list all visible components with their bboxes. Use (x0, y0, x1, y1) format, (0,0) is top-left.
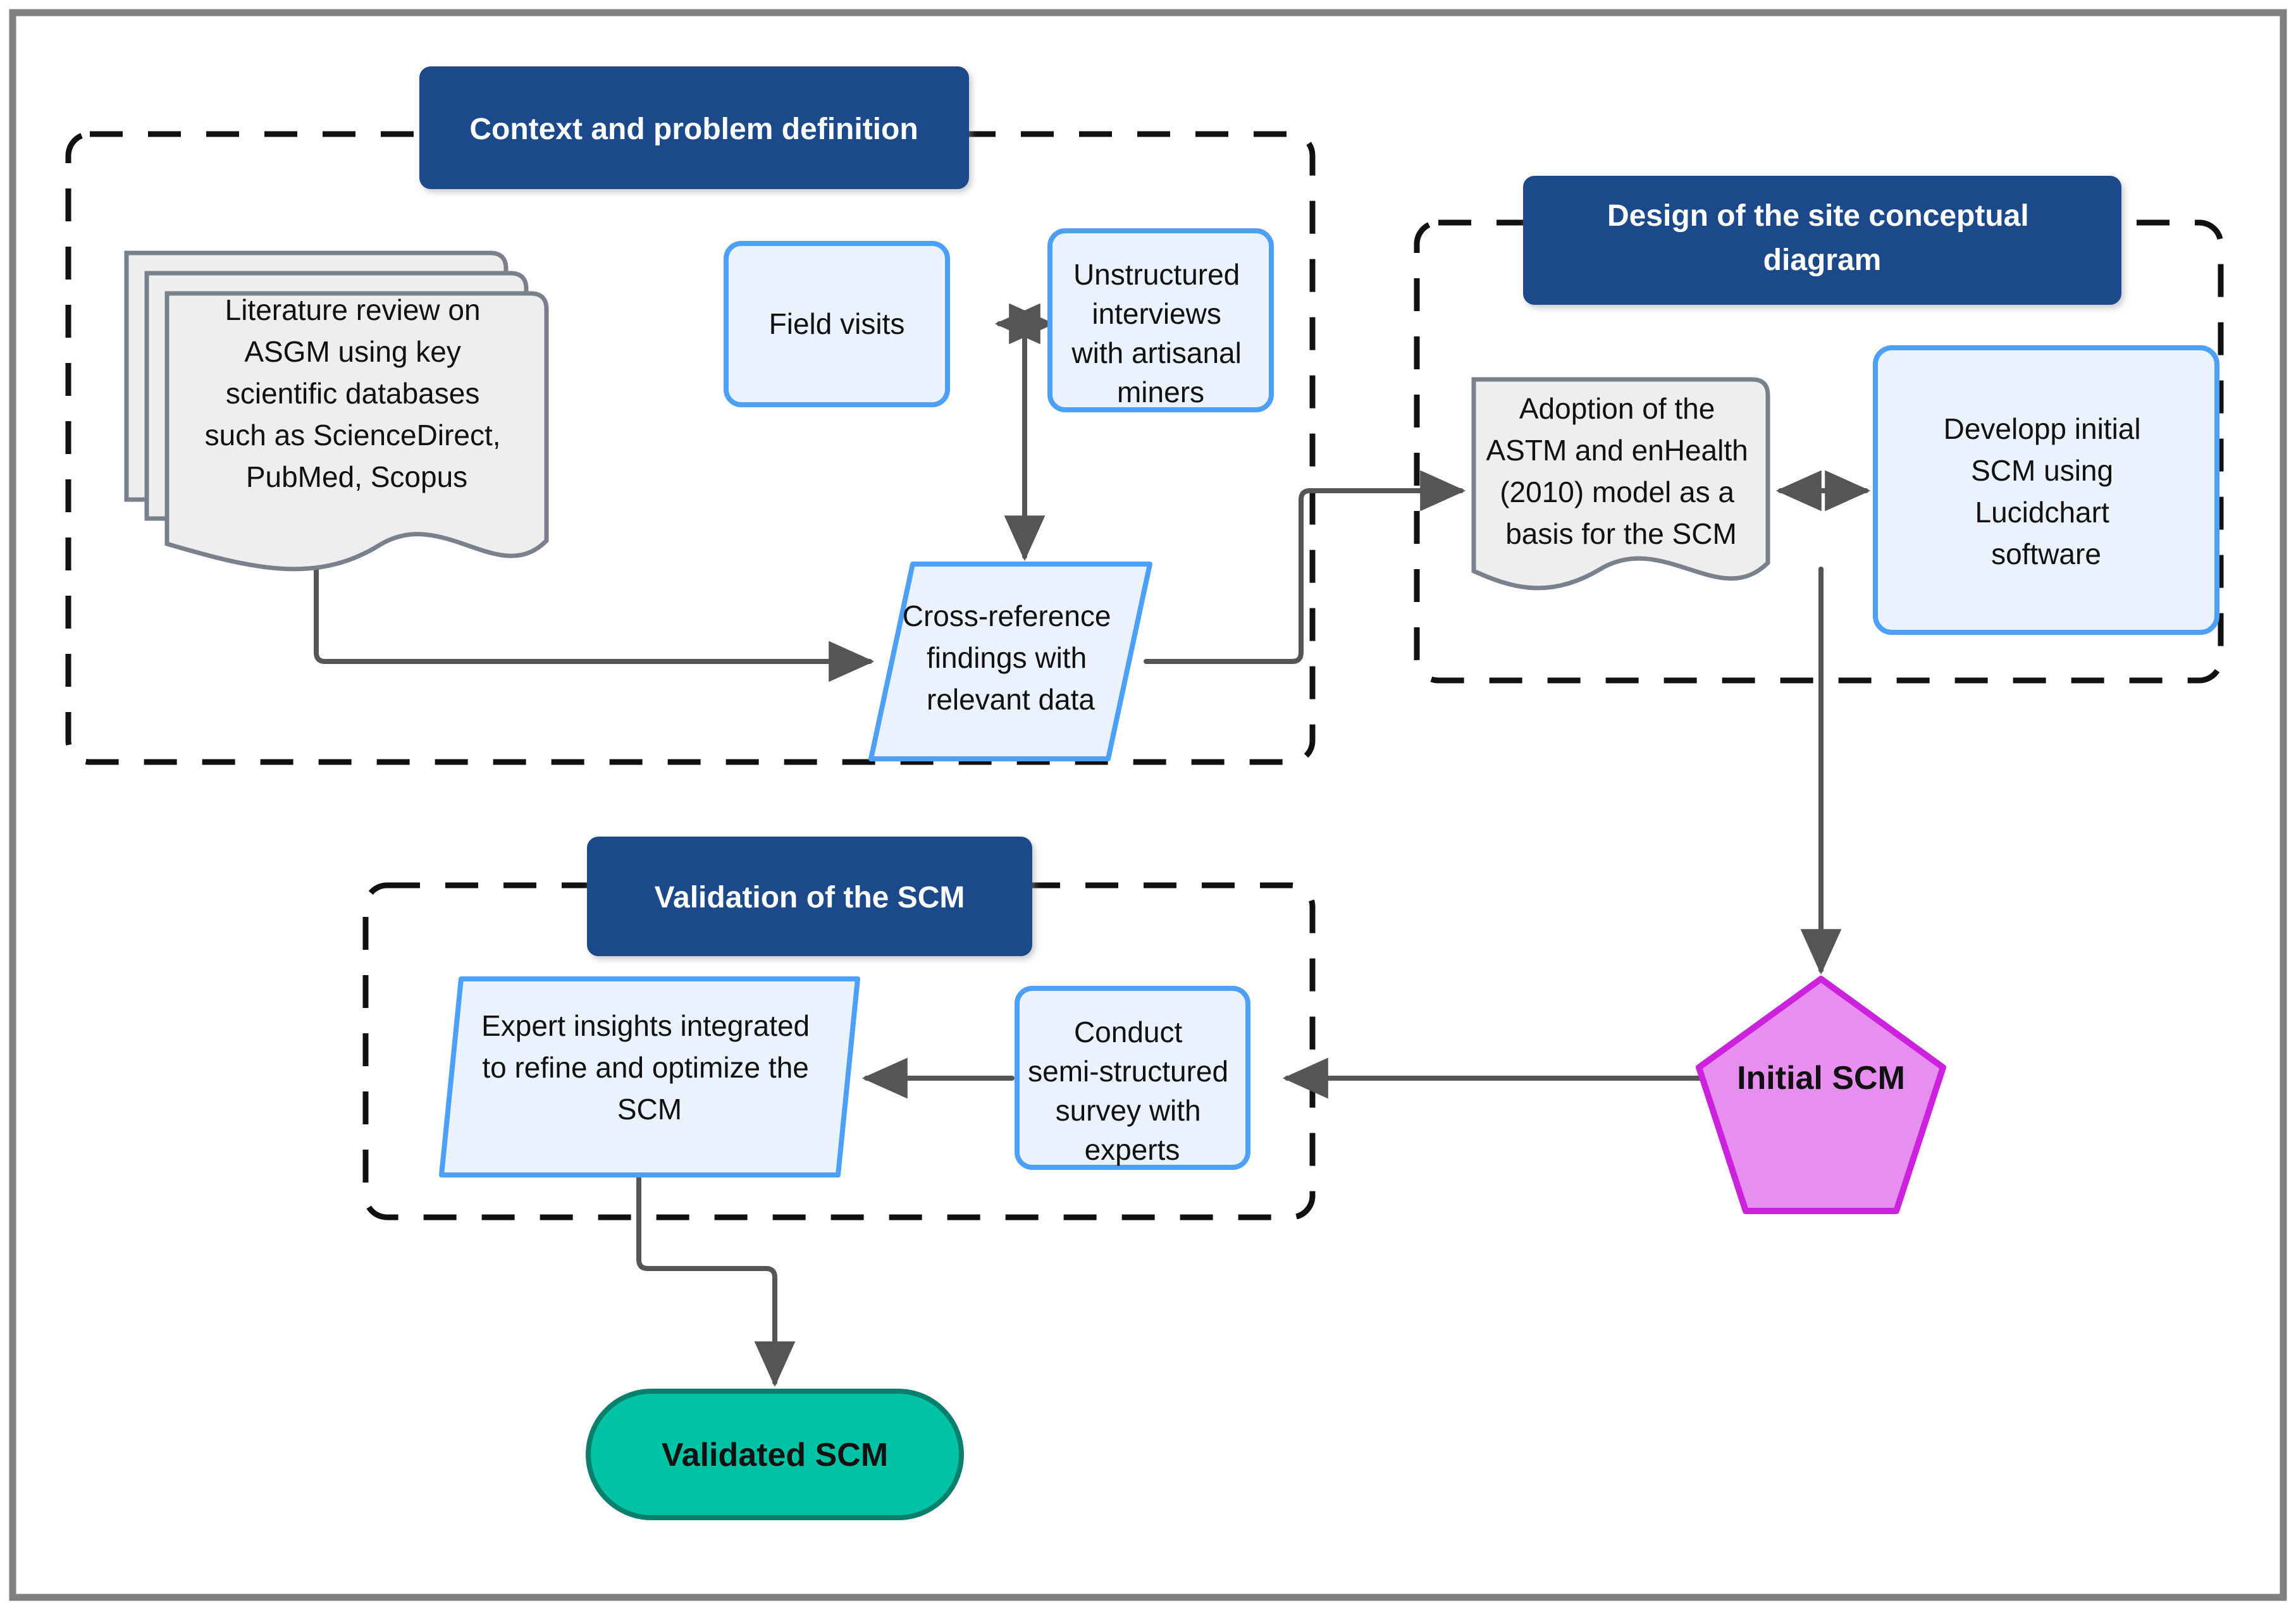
panel-header-design-label: Design of the site conceptual diagram (1607, 199, 2037, 277)
edge-literature-crossref (314, 554, 875, 682)
node-conduct-survey[interactable]: Conduct semi-structured survey with expe… (1015, 986, 1250, 1170)
panel-header-context[interactable]: Context and problem definition (419, 66, 969, 189)
develop-initial-scm-label: Developp initial SCM using Lucidchart so… (1944, 412, 2149, 570)
initial-scm-label: Initial SCM (1737, 1060, 1905, 1097)
node-validated-scm[interactable]: Validated SCM (586, 1389, 964, 1520)
panel-header-design-box (1523, 176, 2121, 305)
conduct-survey-box (1015, 986, 1250, 1170)
unstructured-interviews-box (1047, 228, 1274, 412)
node-field-visits[interactable]: Field visits (724, 241, 950, 407)
validated-scm-label: Validated SCM (662, 1437, 888, 1473)
literature-review-label: Literature review on ASGM using key scie… (205, 293, 509, 493)
node-cross-reference[interactable]: Cross-reference findings with relevant d… (868, 562, 1152, 761)
panel-header-validation-box (587, 837, 1032, 956)
expert-insights-shape (439, 976, 860, 1177)
node-unstructured-interviews[interactable]: Unstructured interviews with artisanal m… (1047, 228, 1274, 412)
panel-header-design[interactable]: Design of the site conceptual diagram (1523, 176, 2121, 305)
panel-header-context-label: Context and problem definition (469, 113, 918, 146)
edge-expert-validated (636, 1172, 796, 1387)
node-initial-scm[interactable]: Initial SCM (1696, 976, 1946, 1214)
edge-crossref-astm (1144, 470, 1466, 664)
develop-initial-scm-box (1873, 345, 2219, 635)
connectors (314, 303, 1871, 1387)
field-visits-label: Field visits (769, 307, 905, 340)
literature-review-sheet-front (164, 291, 549, 572)
cross-reference-shape (868, 562, 1152, 761)
panel-header-context-box (419, 66, 969, 189)
node-literature-review[interactable]: Literature review on ASGM using key scie… (124, 250, 549, 572)
panel-header-validation-label: Validation of the SCM (655, 881, 965, 914)
initial-scm-shape (1696, 976, 1946, 1214)
astm-enhealth-shape (1471, 377, 1770, 591)
field-visits-box (724, 241, 950, 407)
panel-validation-border (362, 882, 1316, 1220)
node-expert-insights[interactable]: Expert insights integrated to refine and… (439, 976, 860, 1177)
node-astm-enhealth[interactable]: Adoption of the ASTM and enHealth (2010)… (1471, 377, 1770, 591)
cross-reference-label: Cross-reference findings with relevant d… (903, 599, 1120, 716)
unstructured-interviews-label: Unstructured interviews with artisanal m… (1071, 258, 1249, 409)
node-develop-initial-scm[interactable]: Developp initial SCM using Lucidchart so… (1873, 345, 2219, 635)
conduct-survey-label: Conduct semi-structured survey with expe… (1028, 1016, 1237, 1166)
astm-enhealth-label: Adoption of the ASTM and enHealth (2010)… (1486, 392, 1756, 550)
validated-scm-shape (586, 1389, 964, 1520)
panel-header-validation[interactable]: Validation of the SCM (587, 837, 1032, 956)
expert-insights-label: Expert insights integrated to refine and… (481, 1009, 818, 1126)
